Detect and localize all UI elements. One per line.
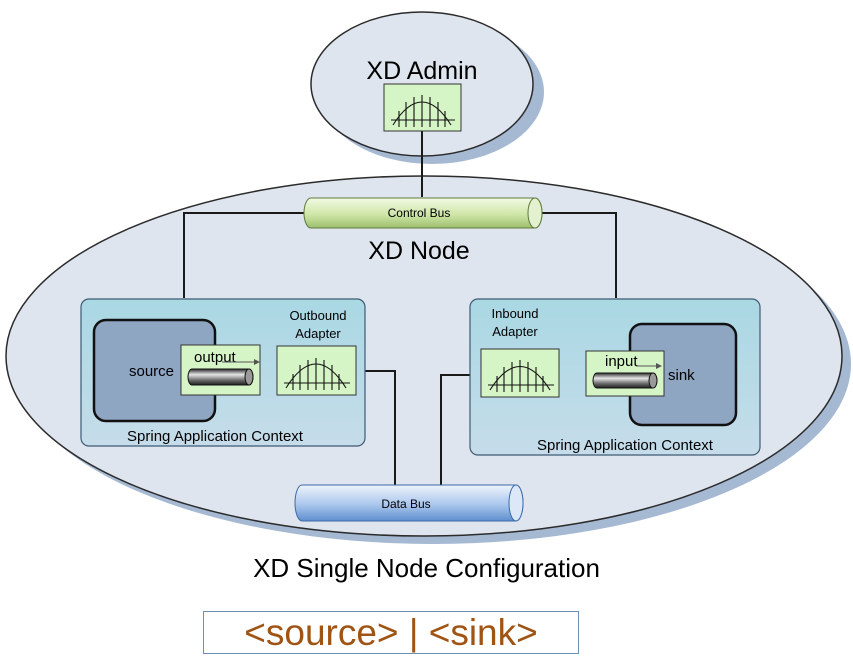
data-bus-label: Data Bus <box>381 497 430 511</box>
inbound-adapter <box>480 348 560 398</box>
outbound-adapter-label-1: Outbound <box>289 308 346 323</box>
admin-adapter <box>383 83 462 132</box>
xd-node-title: XD Node <box>368 237 469 265</box>
adapter-icon <box>284 358 350 390</box>
adapter-icon <box>488 360 554 392</box>
sink-module-label: sink <box>668 367 695 384</box>
outbound-adapter <box>276 345 357 396</box>
diagram-caption: XD Single Node Configuration <box>253 553 600 583</box>
left-context-label: Spring Application Context <box>127 428 304 445</box>
data-bus: Data Bus <box>294 484 524 522</box>
pipe-icon <box>592 372 658 389</box>
xd-admin-title: XD Admin <box>366 57 477 85</box>
output-channel: output <box>180 344 261 396</box>
right-context-label: Spring Application Context <box>537 437 714 454</box>
inbound-adapter-label-1: Inbound <box>492 306 539 321</box>
inbound-adapter-label-2: Adapter <box>492 324 538 339</box>
stream-definition-box: <source> | <sink> <box>203 611 579 654</box>
control-bus: Control Bus <box>303 197 543 229</box>
adapter-icon <box>391 95 455 127</box>
input-channel: input <box>585 350 665 397</box>
stream-definition-text: <source> | <sink> <box>244 611 538 653</box>
output-channel-label: output <box>194 349 237 366</box>
control-bus-label: Control Bus <box>388 206 451 220</box>
pipe-icon <box>187 368 254 386</box>
source-module-label: source <box>129 363 174 380</box>
input-channel-label: input <box>605 353 638 370</box>
outbound-adapter-label-2: Adapter <box>295 326 341 341</box>
